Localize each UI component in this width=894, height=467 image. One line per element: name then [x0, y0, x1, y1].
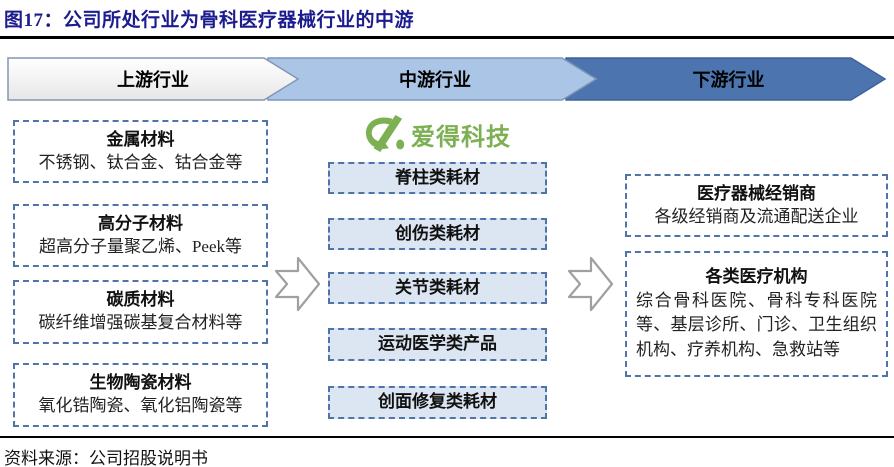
- banner-label-upstream: 上游行业: [117, 70, 189, 90]
- title-divider: [0, 36, 894, 39]
- box-title: 生物陶瓷材料: [89, 373, 192, 393]
- box-title: 金属材料: [106, 129, 175, 149]
- flow-arrow-midstream-to-downstream-icon: [567, 256, 614, 312]
- box-title: 各类医疗机构: [705, 267, 808, 287]
- box-title: 高分子材料: [98, 213, 183, 233]
- bottom-divider: [0, 436, 894, 438]
- midstream-box-sports-medicine: 运动医学类产品: [328, 328, 547, 361]
- upstream-box-bioceramic: 生物陶瓷材料 氧化锆陶瓷、氧化铝陶瓷等: [13, 363, 268, 427]
- midstream-box-wound-repair: 创面修复类耗材: [328, 386, 547, 419]
- upstream-box-metal: 金属材料 不锈钢、钛合金、钴合金等: [13, 120, 268, 183]
- box-label: 脊柱类耗材: [395, 167, 480, 187]
- box-label: 关节类耗材: [395, 277, 480, 297]
- banner-label-midstream: 中游行业: [399, 70, 471, 90]
- box-title: 医疗器械经销商: [697, 183, 816, 203]
- box-label: 创伤类耗材: [395, 223, 480, 243]
- logo-text: 爱得科技: [411, 123, 511, 151]
- upstream-box-polymer: 高分子材料 超高分子量聚乙烯、Peek等: [13, 204, 268, 267]
- box-desc: 不锈钢、钛合金、钴合金等: [38, 152, 243, 172]
- company-logo: 爱得科技: [328, 112, 547, 156]
- box-desc: 综合骨科医院、骨科专科医院等、基层诊所、门诊、卫生组织机构、疗养机构、急救站等: [636, 291, 877, 359]
- downstream-box-distributors: 医疗器械经销商 各级经销商及流通配送企业: [625, 174, 888, 237]
- box-desc: 氧化锆陶瓷、氧化铝陶瓷等: [38, 396, 243, 415]
- upstream-box-carbon: 碳质材料 碳纤维增强碳基复合材料等: [13, 280, 268, 344]
- midstream-box-spine: 脊柱类耗材: [328, 162, 547, 194]
- box-desc: 各级经销商及流通配送企业: [654, 206, 859, 226]
- banner-chevrons: [7, 57, 887, 101]
- box-desc: 碳纤维增强碳基复合材料等: [38, 313, 243, 332]
- banner-segment-upstream: [7, 57, 300, 101]
- midstream-box-trauma: 创伤类耗材: [328, 218, 547, 250]
- box-label: 运动医学类产品: [378, 334, 497, 354]
- industry-chain-banner: 上游行业 中游行业 下游行业: [6, 57, 888, 101]
- downstream-box-medical-institutions: 各类医疗机构 综合骨科医院、骨科专科医院等、基层诊所、门诊、卫生组织机构、疗养机…: [625, 251, 888, 377]
- banner-label-downstream: 下游行业: [692, 70, 765, 90]
- logo-leaf-icon: [365, 115, 405, 153]
- source-note: 资料来源：公司招股说明书: [4, 449, 208, 467]
- box-label: 创面修复类耗材: [378, 392, 497, 412]
- figure-title: 图17：公司所处行业为骨科医疗器械行业的中游: [4, 10, 415, 31]
- box-desc: 超高分子量聚乙烯、Peek等: [38, 236, 243, 256]
- box-title: 碳质材料: [106, 290, 175, 310]
- flow-arrow-upstream-to-midstream-icon: [274, 256, 321, 312]
- midstream-box-joint: 关节类耗材: [328, 272, 547, 304]
